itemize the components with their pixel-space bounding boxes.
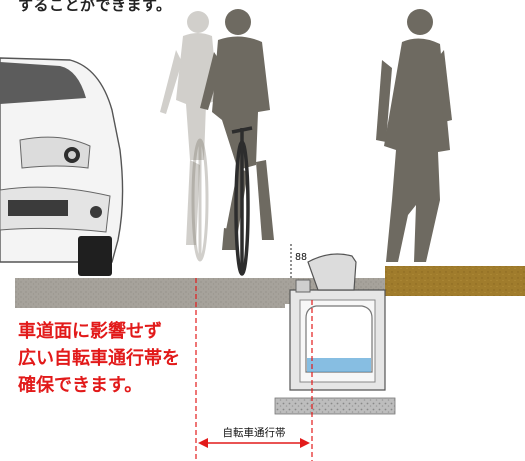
car-illustration <box>0 57 124 276</box>
caption-line-1: 車道面に影響せず <box>18 321 162 342</box>
dimension-label: 88 <box>295 252 307 263</box>
caption-line-2: 広い自転車通行帯を <box>18 348 180 369</box>
caption-line-3: 確保できます。 <box>18 375 143 396</box>
intro-text: することができます。 <box>18 0 172 14</box>
gravel-base <box>274 397 396 415</box>
caption: 車道面に影響せず 広い自転車通行帯を 確保できます。 <box>18 318 180 399</box>
gutter-block <box>274 253 396 415</box>
water-level <box>307 358 371 372</box>
dimension-marker: 88 <box>290 244 307 278</box>
lane-width-arrow: 自転車通行帯 <box>198 426 310 448</box>
faded-bicycle <box>191 138 209 262</box>
lane-label: 自転車通行帯 <box>223 426 286 439</box>
road-asphalt <box>15 278 285 308</box>
faded-cyclist-silhouette <box>160 11 218 245</box>
pedestrian-silhouette <box>376 9 452 262</box>
cyclist-silhouette <box>200 9 274 250</box>
bicycle <box>231 126 253 276</box>
gutter-cover <box>307 253 357 291</box>
soil-layer <box>385 266 525 296</box>
